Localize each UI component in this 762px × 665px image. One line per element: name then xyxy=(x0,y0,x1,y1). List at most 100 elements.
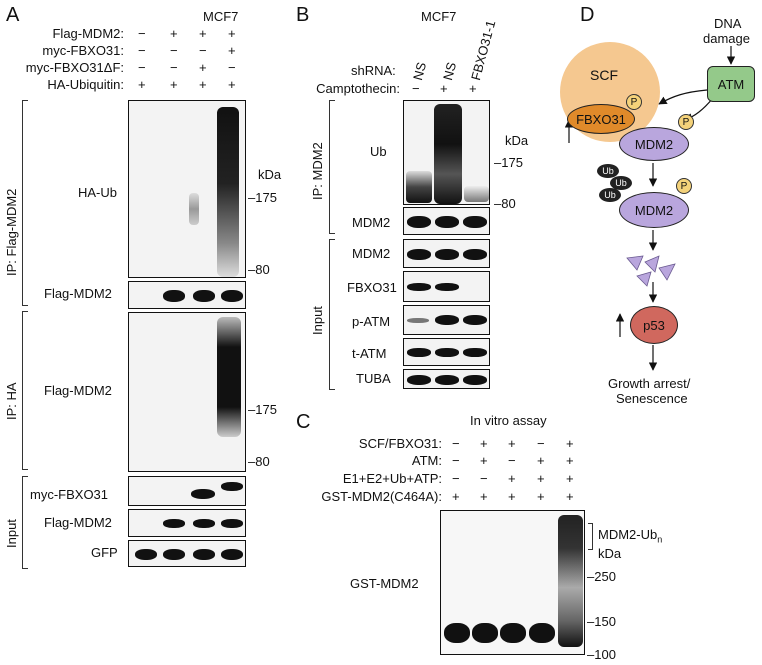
b-band xyxy=(435,375,459,385)
c-sign: + xyxy=(566,489,574,504)
a-ip-ha-label: IP: HA xyxy=(4,382,19,420)
a-row-myc-fbxo31-label: myc-FBXO31: xyxy=(42,43,124,58)
a-sign: + xyxy=(228,26,236,41)
a-sign: + xyxy=(199,26,207,41)
b-blot-mdm2-in xyxy=(403,239,490,268)
b-input-label: Input xyxy=(310,306,325,335)
d-fragment xyxy=(636,271,652,287)
b-bracket-tick xyxy=(329,389,335,390)
b-band xyxy=(463,249,487,260)
b-kda: kDa xyxy=(505,133,529,148)
c-sign: + xyxy=(480,436,488,451)
a-marker-80: –80 xyxy=(248,454,270,469)
c-ubn-bracket-tick xyxy=(588,523,593,524)
a-row-myc-fbxo31df-label: myc-FBXO31ΔF: xyxy=(25,60,124,75)
a-row-flag-mdm2-label: Flag-MDM2: xyxy=(52,26,124,41)
b-smear xyxy=(406,171,432,203)
a-smear xyxy=(217,107,239,277)
c-sign: − xyxy=(452,453,460,468)
a-blot-ha-ub xyxy=(128,100,246,278)
d-p53-node: p53 xyxy=(630,306,678,344)
b-band xyxy=(463,375,487,385)
c-sign: + xyxy=(537,489,545,504)
d-phospho-mdm2: P xyxy=(676,178,692,194)
b-blot-mdm2-ip xyxy=(403,207,490,235)
d-fragment xyxy=(626,255,644,271)
b-cell-line: MCF7 xyxy=(421,9,457,24)
panel-label-c: C xyxy=(296,411,311,433)
a-input-label: Input xyxy=(4,519,19,548)
b-band xyxy=(463,315,487,325)
a-band xyxy=(193,519,215,528)
a-bracket-tick xyxy=(22,311,28,312)
c-band xyxy=(529,623,555,643)
d-outcome-2: Senescence xyxy=(616,391,688,406)
c-sign: − xyxy=(452,436,460,451)
c-title: In vitro assay xyxy=(470,413,547,428)
a-kda: kDa xyxy=(258,167,282,182)
b-band xyxy=(435,283,459,291)
a-sign: + xyxy=(228,43,236,58)
c-sign: + xyxy=(566,471,574,486)
b-band xyxy=(407,318,429,323)
c-sign: − xyxy=(452,471,460,486)
a-band xyxy=(221,519,243,528)
b-ip-bracket xyxy=(329,100,330,233)
d-ub-node: Ub xyxy=(597,164,619,178)
c-marker-150: –150 xyxy=(587,614,616,629)
b-blot-t-atm xyxy=(403,338,490,366)
b-band xyxy=(463,216,487,228)
a-sign: − xyxy=(228,60,236,75)
b-band xyxy=(407,348,431,357)
a-sign: + xyxy=(228,77,236,92)
a-band xyxy=(163,519,185,528)
b-blot-ub xyxy=(403,100,490,205)
c-sign: − xyxy=(537,436,545,451)
b-smear xyxy=(434,104,462,204)
b-band xyxy=(435,315,459,325)
a-blot-myc-fbxo31 xyxy=(128,476,246,506)
b-blot-tuba xyxy=(403,369,490,389)
a-blot-label-flag-mdm2: Flag-MDM2 xyxy=(44,383,112,398)
a-band xyxy=(193,290,215,302)
panel-label-b: B xyxy=(296,4,310,26)
d-fragment xyxy=(644,255,660,273)
b-bracket-tick xyxy=(329,239,335,240)
a-ip-ha-bracket xyxy=(22,311,23,469)
a-blot-gfp xyxy=(128,540,246,567)
b-marker-175: –175 xyxy=(494,155,523,170)
c-sign: − xyxy=(480,471,488,486)
a-blot-flag-mdm2-input xyxy=(128,509,246,537)
a-sign: + xyxy=(138,77,146,92)
c-smear xyxy=(558,515,583,647)
b-band xyxy=(435,249,459,260)
d-scf-label: SCF xyxy=(590,67,618,83)
b-bracket-tick xyxy=(329,100,335,101)
a-input-bracket xyxy=(22,476,23,568)
a-band xyxy=(221,482,243,491)
a-blot-label-flag-mdm2: Flag-MDM2 xyxy=(44,286,112,301)
c-sign: + xyxy=(508,471,516,486)
b-sign: + xyxy=(469,81,477,96)
b-lane-ns: NS xyxy=(410,60,430,82)
b-blot-label-tuba: TUBA xyxy=(356,371,391,386)
a-bracket-tick xyxy=(22,568,28,569)
a-sign: − xyxy=(199,43,207,58)
c-band xyxy=(472,623,498,643)
d-mdm2-node: MDM2 xyxy=(619,127,689,161)
a-sign: − xyxy=(170,43,178,58)
a-band xyxy=(221,549,243,560)
d-outcome-1: Growth arrest/ xyxy=(608,376,691,391)
b-blot-label-t-atm: t-ATM xyxy=(352,346,387,361)
c-sign: + xyxy=(480,453,488,468)
a-blot-label-flag-mdm2: Flag-MDM2 xyxy=(44,515,112,530)
d-ub-node: Ub xyxy=(599,188,621,202)
c-mdm2-ubn: MDM2-Ubn xyxy=(598,527,663,545)
c-sign: + xyxy=(480,489,488,504)
c-ubn-bracket-tick xyxy=(588,549,593,550)
d-phospho-mdm2: P xyxy=(678,114,694,130)
d-mdm2-ub-node: MDM2 xyxy=(619,192,689,228)
b-blot-label-ub: Ub xyxy=(370,144,387,159)
a-band xyxy=(221,290,243,302)
a-band xyxy=(135,549,157,560)
